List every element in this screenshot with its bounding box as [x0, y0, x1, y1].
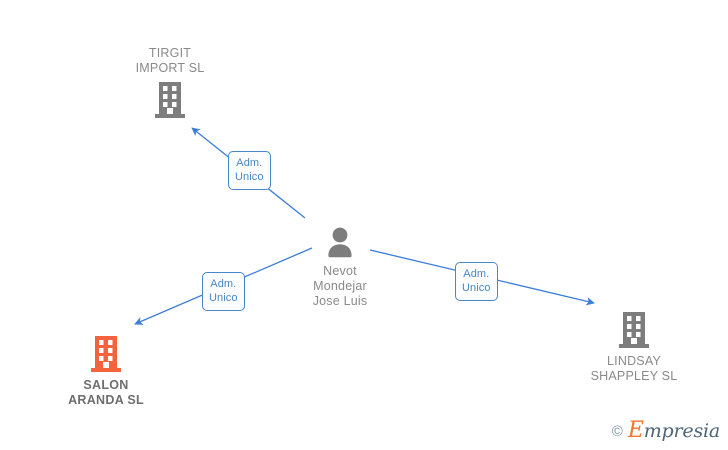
node-tirgit-import-sl[interactable]: TIRGIT IMPORT SL — [90, 46, 250, 120]
building-icon — [89, 334, 123, 374]
edge-label-person-to-lindsay-shappley[interactable]: Adm. Unico — [455, 262, 498, 301]
building-icon — [617, 310, 651, 350]
brand-rest: mpresia — [643, 420, 720, 442]
node-label-salon-aranda-sl: SALON ARANDA SL — [68, 378, 144, 407]
node-nevot-mondejar-jose-luis[interactable]: Nevot Mondejar Jose Luis — [260, 226, 420, 309]
brand-initial: E — [627, 418, 644, 443]
edge-label-person-to-salon-aranda[interactable]: Adm. Unico — [202, 272, 245, 311]
empresia-watermark: © Empresia — [612, 420, 720, 442]
node-salon-aranda-sl[interactable]: SALON ARANDA SL — [26, 334, 186, 408]
person-icon — [323, 226, 357, 260]
node-label-nevot-mondejar-jose-luis: Nevot Mondejar Jose Luis — [312, 264, 368, 308]
node-label-lindsay-shappley-sl: LINDSAY SHAPPLEY SL — [590, 354, 678, 383]
copyright-icon: © — [611, 422, 623, 440]
brand-wordmark: Empresia — [628, 420, 720, 442]
node-lindsay-shappley-sl[interactable]: LINDSAY SHAPPLEY SL — [554, 310, 714, 384]
building-icon — [153, 80, 187, 120]
edge-label-person-to-tirgit[interactable]: Adm. Unico — [228, 151, 271, 190]
node-label-tirgit-import-sl: TIRGIT IMPORT SL — [135, 46, 205, 75]
